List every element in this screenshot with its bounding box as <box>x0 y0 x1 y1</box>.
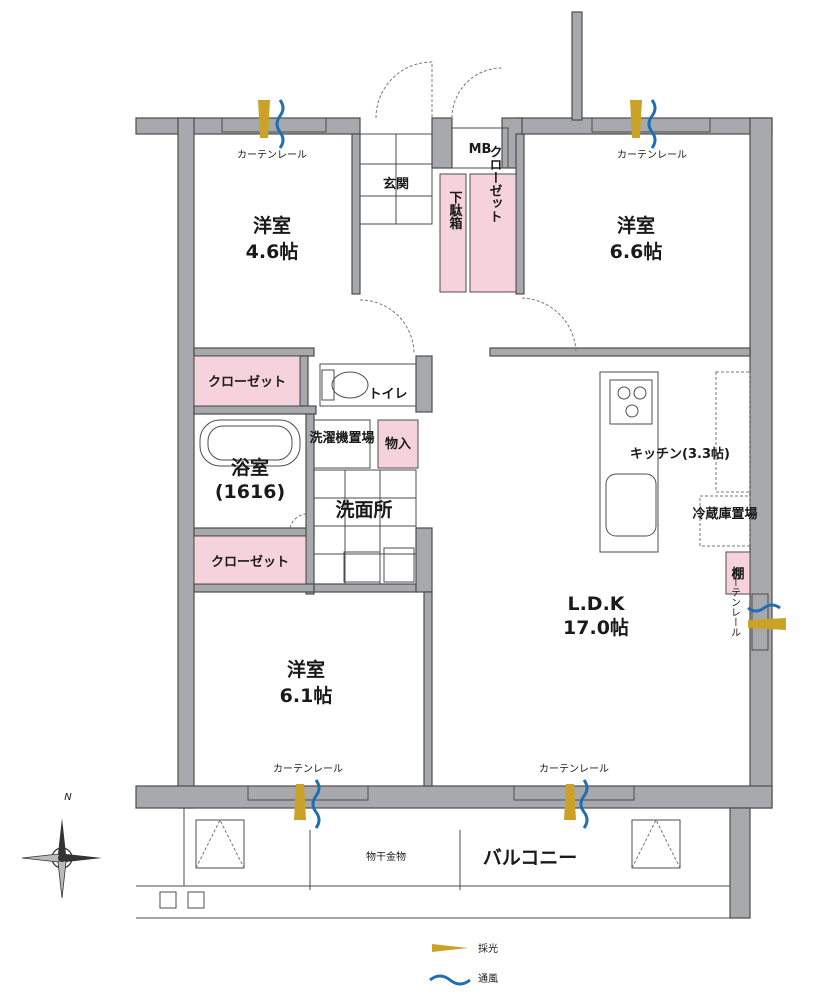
balcony-label: バルコニー <box>483 847 578 869</box>
washing-machine-label: 洗濯機置場 <box>309 430 374 446</box>
compass-north-label: N <box>64 792 72 803</box>
storage-area <box>377 419 419 469</box>
kitchen-counter <box>599 371 751 553</box>
mb-label: MB <box>469 142 492 157</box>
western-room-b-size: 6.6帖 <box>610 240 663 263</box>
stove-icon <box>617 386 647 418</box>
shoe-box-label: 下駄箱 <box>447 191 463 231</box>
washroom-storage <box>383 547 415 583</box>
entrance-closet-area <box>469 173 517 293</box>
bathroom-size: (1616) <box>215 481 285 503</box>
fridge-label: 冷蔵庫置場 <box>692 506 757 522</box>
washroom-label: 洗面所 <box>335 498 392 521</box>
shelf-area <box>725 551 751 595</box>
balcony-area <box>136 808 730 919</box>
curtain-rail-label-4: カーテンレール <box>539 763 609 775</box>
western-room-c-name: 洋室 <box>287 658 325 681</box>
wind-legend-icon <box>429 974 471 986</box>
shoe-box-area <box>439 173 467 293</box>
fridge-space <box>699 495 751 547</box>
closet-area-lower <box>193 535 307 585</box>
light-legend-icon <box>432 944 468 952</box>
shelf-label: 棚 <box>731 566 744 582</box>
light-legend-label: 採光 <box>478 942 498 955</box>
ldk-name: L.D.K <box>567 593 625 615</box>
western-room-c-size: 6.1帖 <box>280 684 333 707</box>
western-room-b-name: 洋室 <box>617 214 655 237</box>
mb-box <box>451 127 509 169</box>
curtain-rail-label-5: カーテンレール <box>729 567 741 637</box>
closet-lower-label: クローゼット <box>211 554 289 570</box>
clothes-rack-label: 物干金物 <box>366 850 406 863</box>
kitchen-label: キッチン(3.3帖) <box>630 446 730 462</box>
balcony-hatch-right <box>631 819 681 869</box>
curtain-rail-label-2: カーテンレール <box>617 149 687 161</box>
wind-markers <box>275 99 781 829</box>
closet-area-upper <box>193 355 301 407</box>
washbasin <box>343 551 381 583</box>
western-room-a-size: 4.6帖 <box>246 240 299 263</box>
washroom-floor <box>313 469 417 585</box>
ldk-size: 17.0帖 <box>563 616 629 639</box>
entrance-closet-label: クローゼット <box>487 145 503 223</box>
interior-walls <box>193 133 751 787</box>
compass-icon <box>21 818 102 899</box>
closet-upper-label: クローゼット <box>208 374 286 390</box>
entrance-label: 玄関 <box>383 176 409 192</box>
doors <box>289 61 577 529</box>
toilet-label: トイレ <box>368 387 407 402</box>
storage-label: 物入 <box>385 436 411 452</box>
toilet-fixture <box>319 363 417 407</box>
wind-legend-label: 通風 <box>478 973 498 985</box>
bathroom-name: 浴室 <box>231 456 269 479</box>
washing-machine-area <box>313 419 371 469</box>
curtain-rail-label-3: カーテンレール <box>273 763 343 775</box>
entrance-floor <box>359 133 433 225</box>
bathroom-fixture <box>193 413 307 529</box>
light-markers <box>258 100 786 820</box>
curtain-rail-label-1: カーテンレール <box>237 149 307 161</box>
western-room-a-name: 洋室 <box>253 214 291 237</box>
legend: 採光 通風 <box>429 942 498 986</box>
balcony-hatch-left <box>195 819 245 869</box>
